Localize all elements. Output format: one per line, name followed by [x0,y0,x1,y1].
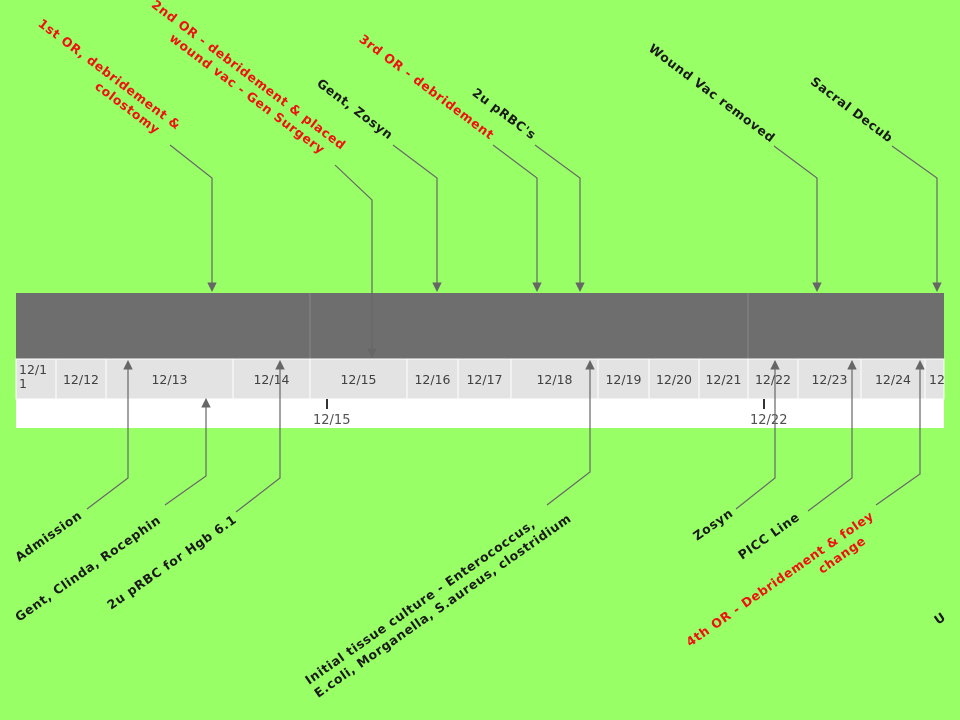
top-annotation-event: 1st OR, debridement &colostomy [35,16,183,137]
date-label: 12/17 [466,372,502,387]
bottom-annotation-event: U [931,609,948,627]
top-annotation-event: Sacral Decub [808,74,896,146]
date-label: 12/21 [705,372,741,387]
date-label: 12/14 [253,372,289,387]
top-annotation-label: wound vac - Gen Surgery [167,30,328,157]
timeline-band [16,293,944,428]
date-cell [15,358,57,400]
date-cell [797,358,862,400]
week-label: 12/15 [313,413,350,428]
date-cell [406,358,459,400]
top-annotation-connector [169,144,217,292]
top-annotation-event: Wound Vac removed [646,41,778,146]
date-label: 12/16 [414,372,450,387]
bottom-annotation-event: Gent, Clinda, Rocephin [12,512,163,624]
date-cell [510,358,599,400]
bottom-annotation-connector [875,360,925,506]
date-cell [860,358,926,400]
bottom-annotation-label: Initial tissue culture - Enterococcus, [302,516,538,687]
date-label: 12/15 [340,372,376,387]
bottom-annotation-label: PICC Line [735,509,802,562]
top-annotation-label: 2nd OR - debridement & placed [149,0,349,153]
week-row [16,399,944,428]
date-label: 12/23 [811,372,847,387]
top-annotation-label: 1st OR, debridement & [35,16,183,133]
top-annotation-label: Wound Vac removed [646,41,778,146]
bottom-annotation-label: U [931,609,948,627]
bottom-annotation-event: PICC Line [735,509,802,562]
bottom-annotation-label: Zosyn [690,505,736,543]
date-label: 12/1 [19,362,47,377]
bottom-annotation-event: Zosyn [690,505,736,543]
date-label: 12/19 [605,372,641,387]
week-scale: 12/15 12/22 [313,399,787,428]
top-annotation-connector [334,164,377,358]
date-cell [698,358,749,400]
date-cell [924,358,945,400]
date-cell [597,358,650,400]
bottom-annotation-connector [735,360,780,510]
bottom-annotation-event: 2u pRBC for Hgb 6.1 [104,512,239,613]
top-annotation-label: Sacral Decub [808,74,896,146]
bottom-annotation-event: Initial tissue culture - Enterococcus,E.… [302,510,574,700]
bottom-annotation-label: Admission [12,507,84,564]
top-annotation-connector [773,145,822,292]
bottom-annotation-label: E.coli, Morganella, S.aureus, clostridiu… [311,510,574,700]
date-label: 12/24 [875,372,911,387]
top-annotation-connector [392,144,442,292]
bottom-annotation-label: 2u pRBC for Hgb 6.1 [104,512,239,613]
date-label: 12/22 [755,372,791,387]
date-label: 12 [929,372,945,387]
bottom-annotation-connector [164,398,211,506]
date-label: 12/13 [151,372,187,387]
timeline-dark-band [16,293,944,359]
week-label: 12/22 [750,413,787,428]
event-connectors [86,144,942,513]
date-label: 12/12 [63,372,99,387]
bottom-annotation-label: Gent, Clinda, Rocephin [12,512,163,624]
bottom-annotation-connector [546,360,595,506]
bottom-annotation-connector [235,360,285,513]
date-cell [55,358,107,400]
bottom-annotation-event: Admission [12,507,84,564]
top-annotation-connector [534,144,585,292]
top-annotation-connector [492,144,542,292]
date-label: 12/18 [536,372,572,387]
date-label: 1 [19,376,27,391]
date-cell [457,358,512,400]
top-annotation-connector [891,145,942,292]
bottom-annotation-connector [807,360,857,512]
date-label: 12/20 [656,372,692,387]
date-scale: 12/11 12/12 12/13 12/14 12/15 12/16 12/17 12/18… [15,358,945,400]
bottom-annotation-connector [86,360,133,510]
